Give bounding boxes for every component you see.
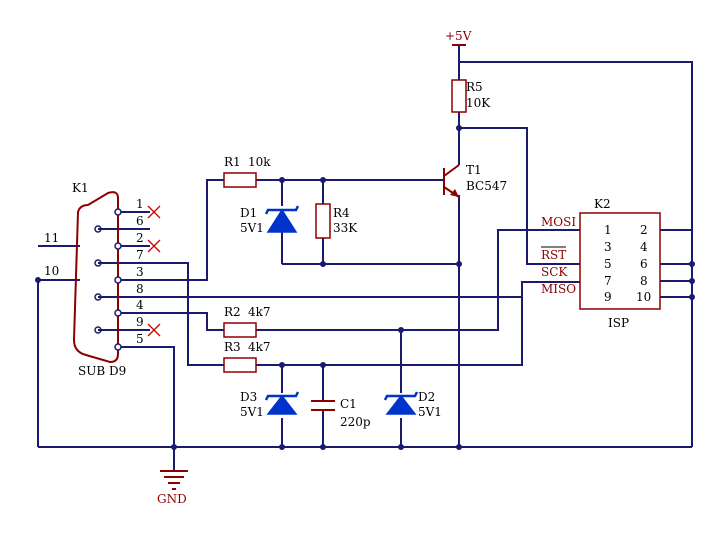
k1-shield-label: 11 — [44, 231, 59, 245]
r2-ref: R2 — [224, 305, 241, 319]
d3-ref: D3 — [240, 390, 257, 404]
k2-left-pin: 7 — [604, 274, 612, 288]
k1-pin-label: 8 — [136, 282, 144, 296]
k2-ref: K2 — [594, 197, 611, 211]
k1-pin-label: 5 — [136, 332, 144, 346]
signal-mosi: MOSI — [541, 215, 576, 229]
r1-value: 10k — [248, 155, 271, 169]
resistor-r1: R1 10k — [223, 155, 271, 188]
wires — [37, 45, 693, 470]
k1-pin-label: 6 — [136, 214, 144, 228]
isp-header-k2: K2 ISP 1 3 5 7 9 2 4 6 8 10 MOSI RST SCK… — [541, 197, 661, 330]
t1-value: BC547 — [466, 179, 507, 193]
k1-type: SUB D9 — [78, 364, 126, 378]
r2-value: 4k7 — [248, 305, 271, 319]
no-connect-marks — [147, 205, 161, 337]
k2-right-pin: 10 — [636, 290, 651, 304]
signal-miso: MISO — [541, 282, 576, 296]
vcc-label: +5V — [445, 29, 472, 43]
capacitor-c1: C1 220p — [311, 397, 371, 429]
r1-ref: R1 — [224, 155, 241, 169]
resistor-r5: R5 10K — [451, 79, 491, 113]
k2-left-pin: 9 — [604, 290, 612, 304]
k1-pin-label: 7 — [136, 248, 144, 262]
k2-right-pin: 4 — [640, 240, 648, 254]
gnd-label: GND — [157, 492, 187, 506]
c1-value: 220p — [340, 415, 371, 429]
vcc-symbol: +5V — [445, 29, 472, 46]
zener-d2: D2 5V1 — [383, 390, 442, 419]
r4-value: 33K — [333, 221, 358, 235]
k1-pin-label: 4 — [136, 298, 144, 312]
junction-dots — [35, 125, 695, 450]
k2-right-pin: 6 — [640, 257, 648, 271]
signal-sck: SCK — [541, 265, 568, 279]
d2-ref: D2 — [418, 390, 435, 404]
k2-left-pin: 5 — [604, 257, 612, 271]
k1-pin-label: 1 — [136, 197, 144, 211]
resistor-r4: R4 33K — [315, 203, 358, 239]
c1-ref: C1 — [340, 397, 357, 411]
zener-d1: D1 5V1 — [240, 205, 300, 235]
signal-rst: RST — [541, 248, 566, 262]
resistor-r2: R2 4k7 — [223, 305, 271, 338]
k1-pin-label: 3 — [136, 265, 144, 279]
resistor-r3: R3 4k7 — [223, 340, 271, 373]
r5-ref: R5 — [466, 80, 483, 94]
r3-value: 4k7 — [248, 340, 271, 354]
d2-value: 5V1 — [418, 405, 442, 419]
k1-shield-label: 10 — [44, 264, 59, 278]
gnd-symbol: GND — [157, 470, 188, 506]
k2-right-pin: 8 — [640, 274, 648, 288]
r3-ref: R3 — [224, 340, 241, 354]
k2-left-pin: 3 — [604, 240, 612, 254]
t1-ref: T1 — [466, 163, 482, 177]
zener-d3: D3 5V1 — [240, 390, 300, 419]
k2-left-pin: 1 — [604, 223, 612, 237]
r5-value: 10K — [466, 96, 491, 110]
d1-value: 5V1 — [240, 221, 264, 235]
k1-pin-label: 2 — [136, 231, 144, 245]
k2-name: ISP — [608, 316, 629, 330]
connector-k1: K1 SUB D9 1 6 2 7 3 8 4 9 5 11 10 — [44, 181, 144, 378]
d1-ref: D1 — [240, 206, 257, 220]
k1-ref: K1 — [72, 181, 89, 195]
d3-value: 5V1 — [240, 405, 264, 419]
transistor-t1: T1 BC547 — [443, 163, 507, 198]
k2-right-pin: 2 — [640, 223, 648, 237]
k1-pin-label: 9 — [136, 315, 144, 329]
r4-ref: R4 — [333, 206, 350, 220]
